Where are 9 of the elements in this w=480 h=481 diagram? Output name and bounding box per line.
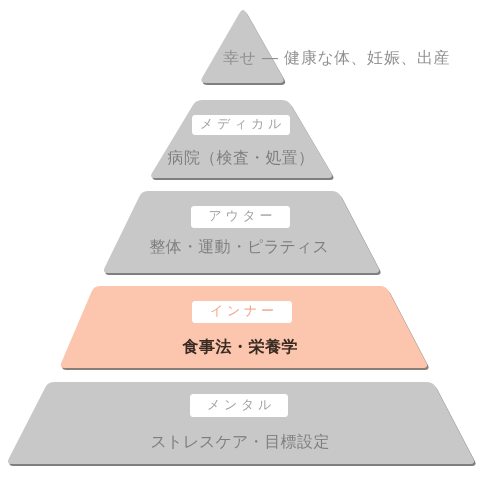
tier-label: メディカル: [192, 115, 290, 135]
tier-description: 整体・運動・ピラティス: [149, 239, 329, 255]
tier-description: 食事法・栄養学: [182, 339, 298, 355]
tier-description: 幸せ ― 健康な体、妊娠、出産: [223, 50, 450, 66]
tier-label: アウター: [191, 206, 290, 228]
tier-description: 病院（検査・処置）: [168, 150, 314, 166]
tier-description: ストレスケア・目標設定: [150, 434, 330, 450]
tier-label: インナー: [192, 301, 292, 323]
tier-label: メンタル: [190, 394, 288, 417]
